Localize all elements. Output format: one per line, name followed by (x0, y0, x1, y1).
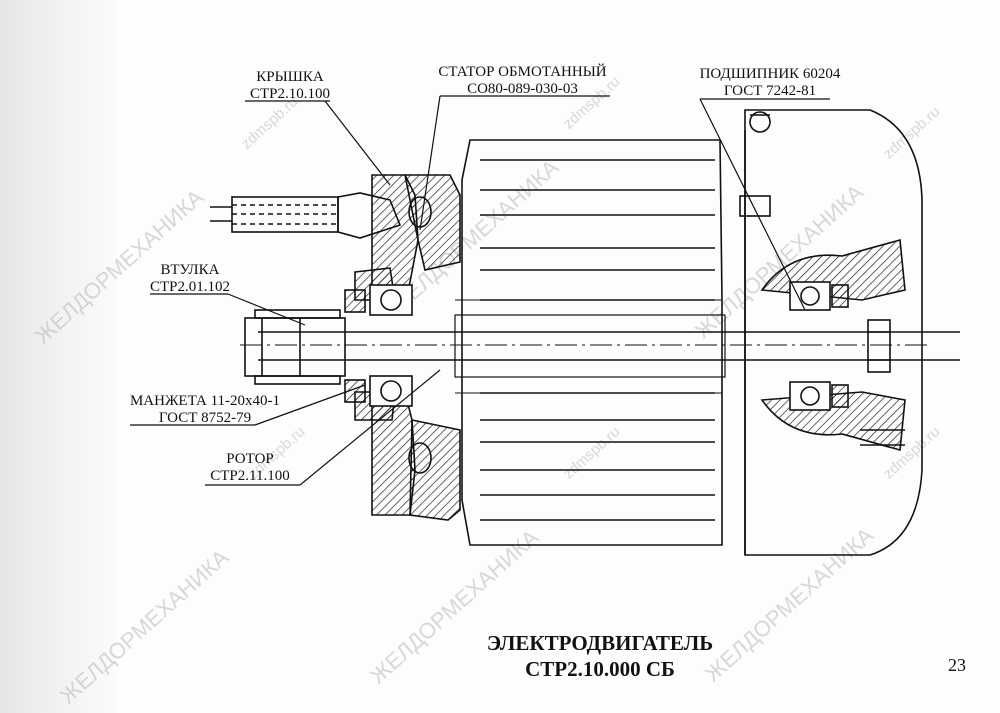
book-spine-shadow (0, 0, 118, 713)
drawing-title: ЭЛЕКТРОДВИГАТЕЛЬ (486, 631, 714, 655)
leader-rotor (299, 369, 441, 486)
label-bushing: ВТУЛКА СТР2.01.102 (140, 262, 240, 296)
label-seal: МАНЖЕТА 11-20х40-1 ГОСТ 8752-79 (125, 393, 285, 427)
label-cover-name: КРЫШКА (256, 69, 324, 85)
label-bearing-code: ГОСТ 7242-81 (723, 83, 817, 99)
label-stator: СТАТОР ОБМОТАННЫЙ СО80-089-030-03 (420, 64, 625, 98)
label-bearing-name: ПОДШИПНИК 60204 (699, 66, 841, 82)
label-rotor-name: РОТОР (226, 451, 274, 467)
label-stator-name: СТАТОР ОБМОТАННЫЙ (438, 64, 607, 80)
label-rotor-code: СТР2.11.100 (210, 468, 290, 484)
label-cover: КРЫШКА СТР2.10.100 (235, 69, 345, 103)
leader-bearing (699, 98, 806, 311)
leader-stator (419, 95, 441, 231)
rear-bearing (789, 281, 891, 411)
label-rotor: РОТОР СТР2.11.100 (200, 451, 300, 485)
label-stator-code: СО80-089-030-03 (467, 81, 578, 97)
drawing-number: СТР2.10.000 СБ (525, 657, 675, 681)
bushing (244, 309, 346, 385)
rotor-core (454, 314, 726, 378)
leader-bushing (227, 293, 306, 326)
label-cover-code: СТР2.10.100 (249, 86, 330, 102)
label-bushing-code: СТР2.01.102 (149, 279, 230, 295)
rotor-shaft (258, 331, 960, 361)
label-bushing-name: ВТУЛКА (160, 262, 220, 278)
leader-seal (254, 384, 366, 426)
stator-body (455, 139, 723, 546)
page-number: 23 (948, 655, 966, 675)
front-bearing (344, 284, 413, 407)
label-bearing: ПОДШИПНИК 60204 ГОСТ 7242-81 (690, 66, 850, 100)
label-seal-code: ГОСТ 8752-79 (158, 410, 252, 426)
front-cover-section (354, 174, 461, 521)
leader-cover (324, 100, 391, 186)
label-seal-name: МАНЖЕТА 11-20х40-1 (129, 393, 281, 409)
